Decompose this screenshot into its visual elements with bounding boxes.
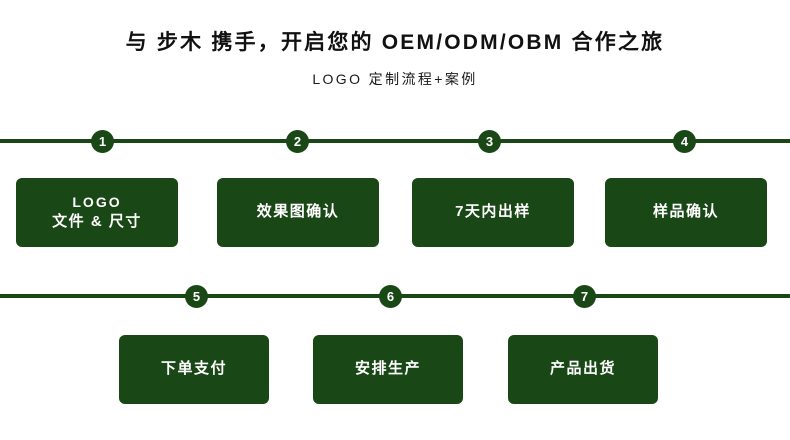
stage-box-6-label: 安排生产 [354,360,421,378]
step-circle-5[interactable]: 5 [185,285,208,308]
step-circle-3[interactable]: 3 [478,130,501,153]
stage-box-5-label: 下单支付 [160,360,227,378]
stage-box-4[interactable]: 样品确认 [605,178,767,247]
stage-box-1-line1: LOGO [72,193,122,210]
stage-box-3-label: 7天内出样 [455,203,531,221]
stage-box-6[interactable]: 安排生产 [313,335,463,404]
page-title: 与 步木 携手，开启您的 OEM/ODM/OBM 合作之旅 [125,31,665,54]
stage-box-2[interactable]: 效果图确认 [217,178,379,247]
stage-box-3[interactable]: 7天内出样 [412,178,574,247]
step-circle-4[interactable]: 4 [673,130,696,153]
stage-box-7[interactable]: 产品出货 [508,335,658,404]
step-circle-1[interactable]: 1 [91,130,114,153]
step-circle-6[interactable]: 6 [379,285,402,308]
stage-box-7-label: 产品出货 [549,360,616,378]
stage-box-4-label: 样品确认 [652,203,719,221]
stage-box-2-label: 效果图确认 [256,203,340,221]
stage-box-1[interactable]: LOGO 文件 & 尺寸 [16,178,178,247]
stage-box-1-line2: 文件 & 尺寸 [52,212,142,230]
stage-box-5[interactable]: 下单支付 [119,335,269,404]
step-circle-7[interactable]: 7 [573,285,596,308]
timeline-rail-row-1 [0,139,790,143]
page-subtitle: LOGO 定制流程+案例 [312,71,478,87]
step-circle-2[interactable]: 2 [286,130,309,153]
